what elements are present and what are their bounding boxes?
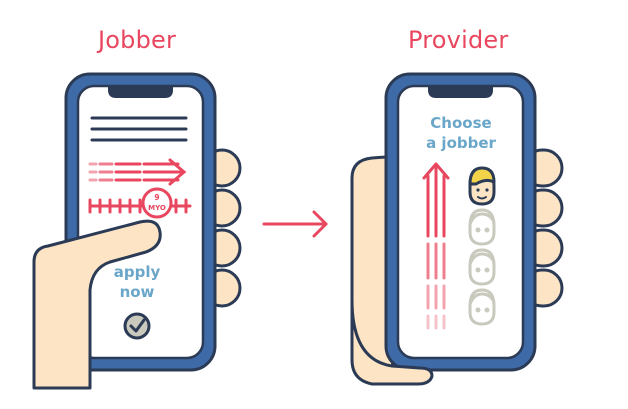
jobber-phone-notch (108, 86, 173, 98)
person-avatar-icon[interactable] (468, 166, 496, 206)
jobber-phone: 9 MYO apply now (32, 72, 242, 390)
check-circle-icon[interactable] (123, 312, 151, 340)
provider-phone-notch (428, 86, 493, 98)
date-badge-day: 9 (154, 193, 159, 202)
person-avatar-icon[interactable] (468, 248, 496, 286)
person-avatar-icon[interactable] (468, 288, 496, 326)
apply-text: apply (114, 263, 161, 281)
jobber-timeline (88, 198, 192, 214)
date-badge: 9 MYO (141, 187, 173, 219)
arrow-up-icon (422, 162, 450, 330)
jobber-text-lines (90, 116, 188, 142)
provider-heading: Provider (408, 26, 509, 54)
arrow-right-icon (262, 210, 328, 238)
provider-phone: Choose a jobber (350, 72, 564, 386)
choose-title: Choose (430, 114, 491, 132)
provider-thumb (350, 298, 434, 386)
jobber-title: a jobber (426, 134, 496, 152)
date-badge-month: MYO (148, 204, 166, 212)
person-avatar-icon[interactable] (468, 208, 496, 246)
jobber-thumb (32, 219, 162, 390)
jobber-speed-arrow (88, 158, 187, 186)
jobber-heading: Jobber (98, 26, 177, 54)
now-text: now (120, 283, 155, 301)
